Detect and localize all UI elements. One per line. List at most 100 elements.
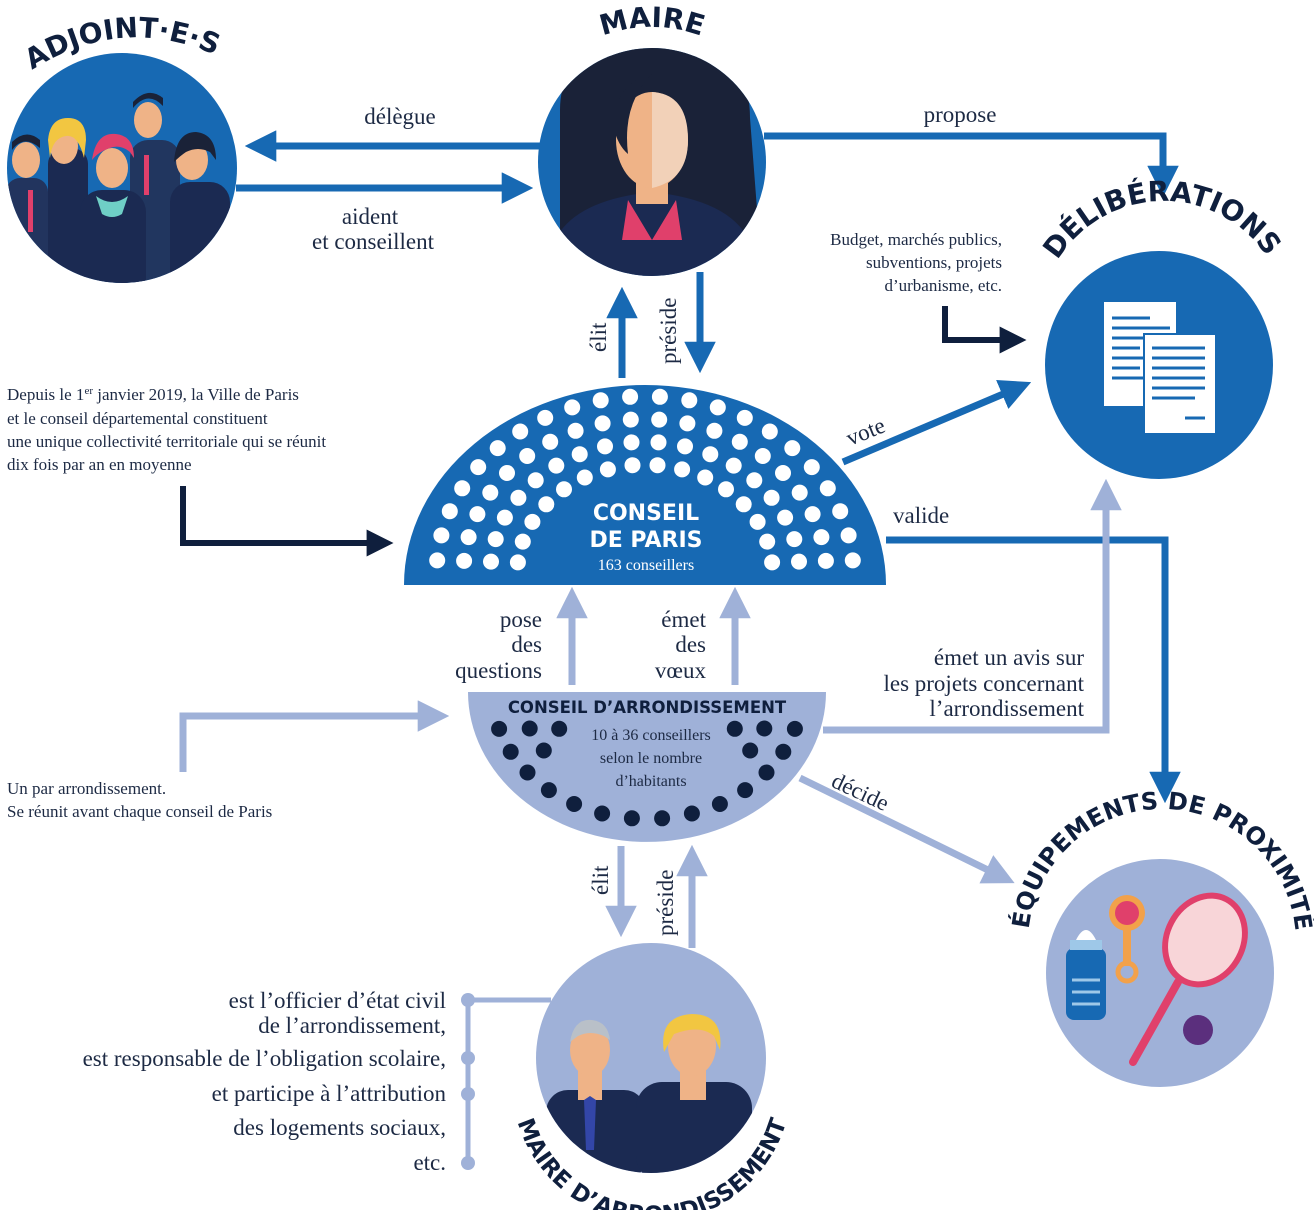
arrow-vote	[841, 379, 1032, 466]
mayor-portrait-icon	[555, 48, 760, 276]
label-elit-top: élit	[586, 322, 611, 352]
duty-line-1: est l’officier d’état civil	[229, 988, 446, 1013]
seat	[674, 461, 691, 478]
duty-dot-2	[461, 1051, 475, 1065]
label-pose-l2: des	[511, 632, 542, 657]
arrow-avis	[823, 478, 1122, 734]
seat	[551, 720, 568, 737]
seat	[429, 552, 446, 569]
label-avis-l2: les projets concernant	[883, 671, 1084, 696]
seat	[556, 481, 572, 498]
seat	[502, 743, 519, 760]
label-emet-l3: vœux	[655, 658, 707, 683]
seat	[527, 472, 544, 489]
duty-line-5: des logements sociaux,	[233, 1115, 446, 1140]
seat	[491, 720, 508, 737]
conseil-arr-title: CONSEIL D’ARRONDISSEMENT	[508, 698, 787, 717]
seat	[535, 742, 552, 759]
seat	[749, 513, 766, 530]
conseil-arr-seats	[491, 720, 803, 827]
seat	[519, 448, 536, 464]
adjoints-node	[7, 53, 237, 283]
seat	[677, 438, 693, 455]
documents-icon	[1104, 302, 1217, 435]
label-delegue: délègue	[364, 104, 436, 129]
seat	[623, 810, 640, 827]
seat	[742, 742, 759, 759]
seat	[746, 472, 763, 489]
seat	[791, 553, 807, 570]
seat	[697, 469, 714, 486]
seat	[571, 446, 588, 463]
seat	[594, 805, 611, 822]
seat	[441, 503, 458, 520]
seat	[649, 457, 666, 474]
arrow-valide	[886, 536, 1181, 804]
seat	[548, 457, 565, 474]
seat	[775, 465, 791, 481]
seat	[651, 411, 668, 428]
seat	[731, 433, 748, 450]
seat	[566, 796, 583, 812]
seat	[496, 509, 513, 526]
label-avis-l1: émet un avis sur	[934, 645, 1084, 670]
seat	[840, 527, 857, 544]
seat	[540, 782, 557, 799]
seat	[777, 509, 794, 526]
seat	[470, 459, 487, 476]
seat	[681, 392, 698, 409]
note-budget-l2: subventions, projets	[866, 253, 1002, 272]
conseil-arr-line3: d’habitants	[615, 773, 686, 790]
seat	[813, 529, 830, 546]
duties-connector	[461, 993, 551, 1170]
label-pose-l1: pose	[500, 607, 542, 632]
seat	[650, 434, 667, 451]
seat	[510, 489, 527, 506]
label-aident-l1: aident	[342, 204, 399, 229]
seat	[718, 481, 734, 498]
duty-dot-4	[461, 1156, 475, 1170]
seat	[737, 782, 754, 799]
seat	[756, 720, 773, 737]
seat	[564, 399, 581, 416]
conseil-paris-title-line1: CONSEIL	[593, 501, 699, 526]
seat	[489, 440, 506, 457]
duty-line-6: etc.	[413, 1150, 446, 1175]
seat	[487, 531, 504, 548]
seat	[514, 533, 531, 550]
seat	[709, 399, 726, 416]
seat	[706, 422, 723, 439]
seat	[711, 796, 728, 812]
conseil-paris-title-line2: DE PARIS	[589, 528, 702, 553]
seat	[786, 531, 803, 548]
seat	[537, 409, 554, 426]
seat	[597, 438, 613, 455]
seat	[803, 459, 820, 476]
note-paris-l4: dix fois par an en moyenne	[7, 455, 192, 474]
seat	[482, 484, 499, 501]
seat	[758, 764, 775, 781]
deliberations-title: DÉLIBÉRATIONS	[1036, 175, 1288, 265]
seat	[524, 513, 541, 530]
seat	[622, 411, 639, 428]
note-budget-l3: d’urbanisme, etc.	[884, 276, 1002, 295]
seat	[592, 392, 609, 409]
duty-line-2: de l’arrondissement,	[258, 1013, 446, 1038]
label-propose: propose	[924, 102, 997, 127]
arrow-budget-note	[942, 306, 1027, 354]
equipements-node	[1046, 859, 1274, 1087]
maire-title: MAIRE	[596, 1, 709, 43]
conseil-paris-node	[404, 385, 886, 585]
label-aident-l2: et conseillent	[312, 229, 435, 254]
arrow-propose	[764, 132, 1179, 198]
duty-dot-1	[461, 993, 475, 1007]
maire-arr-node	[536, 943, 766, 1173]
seat	[832, 503, 849, 520]
arrow-paris-note	[180, 486, 394, 557]
seat	[754, 448, 771, 464]
seat	[499, 465, 515, 481]
note-budget-l1: Budget, marchés publics,	[830, 230, 1002, 249]
maire-node	[538, 48, 766, 276]
label-valide: valide	[893, 503, 949, 528]
